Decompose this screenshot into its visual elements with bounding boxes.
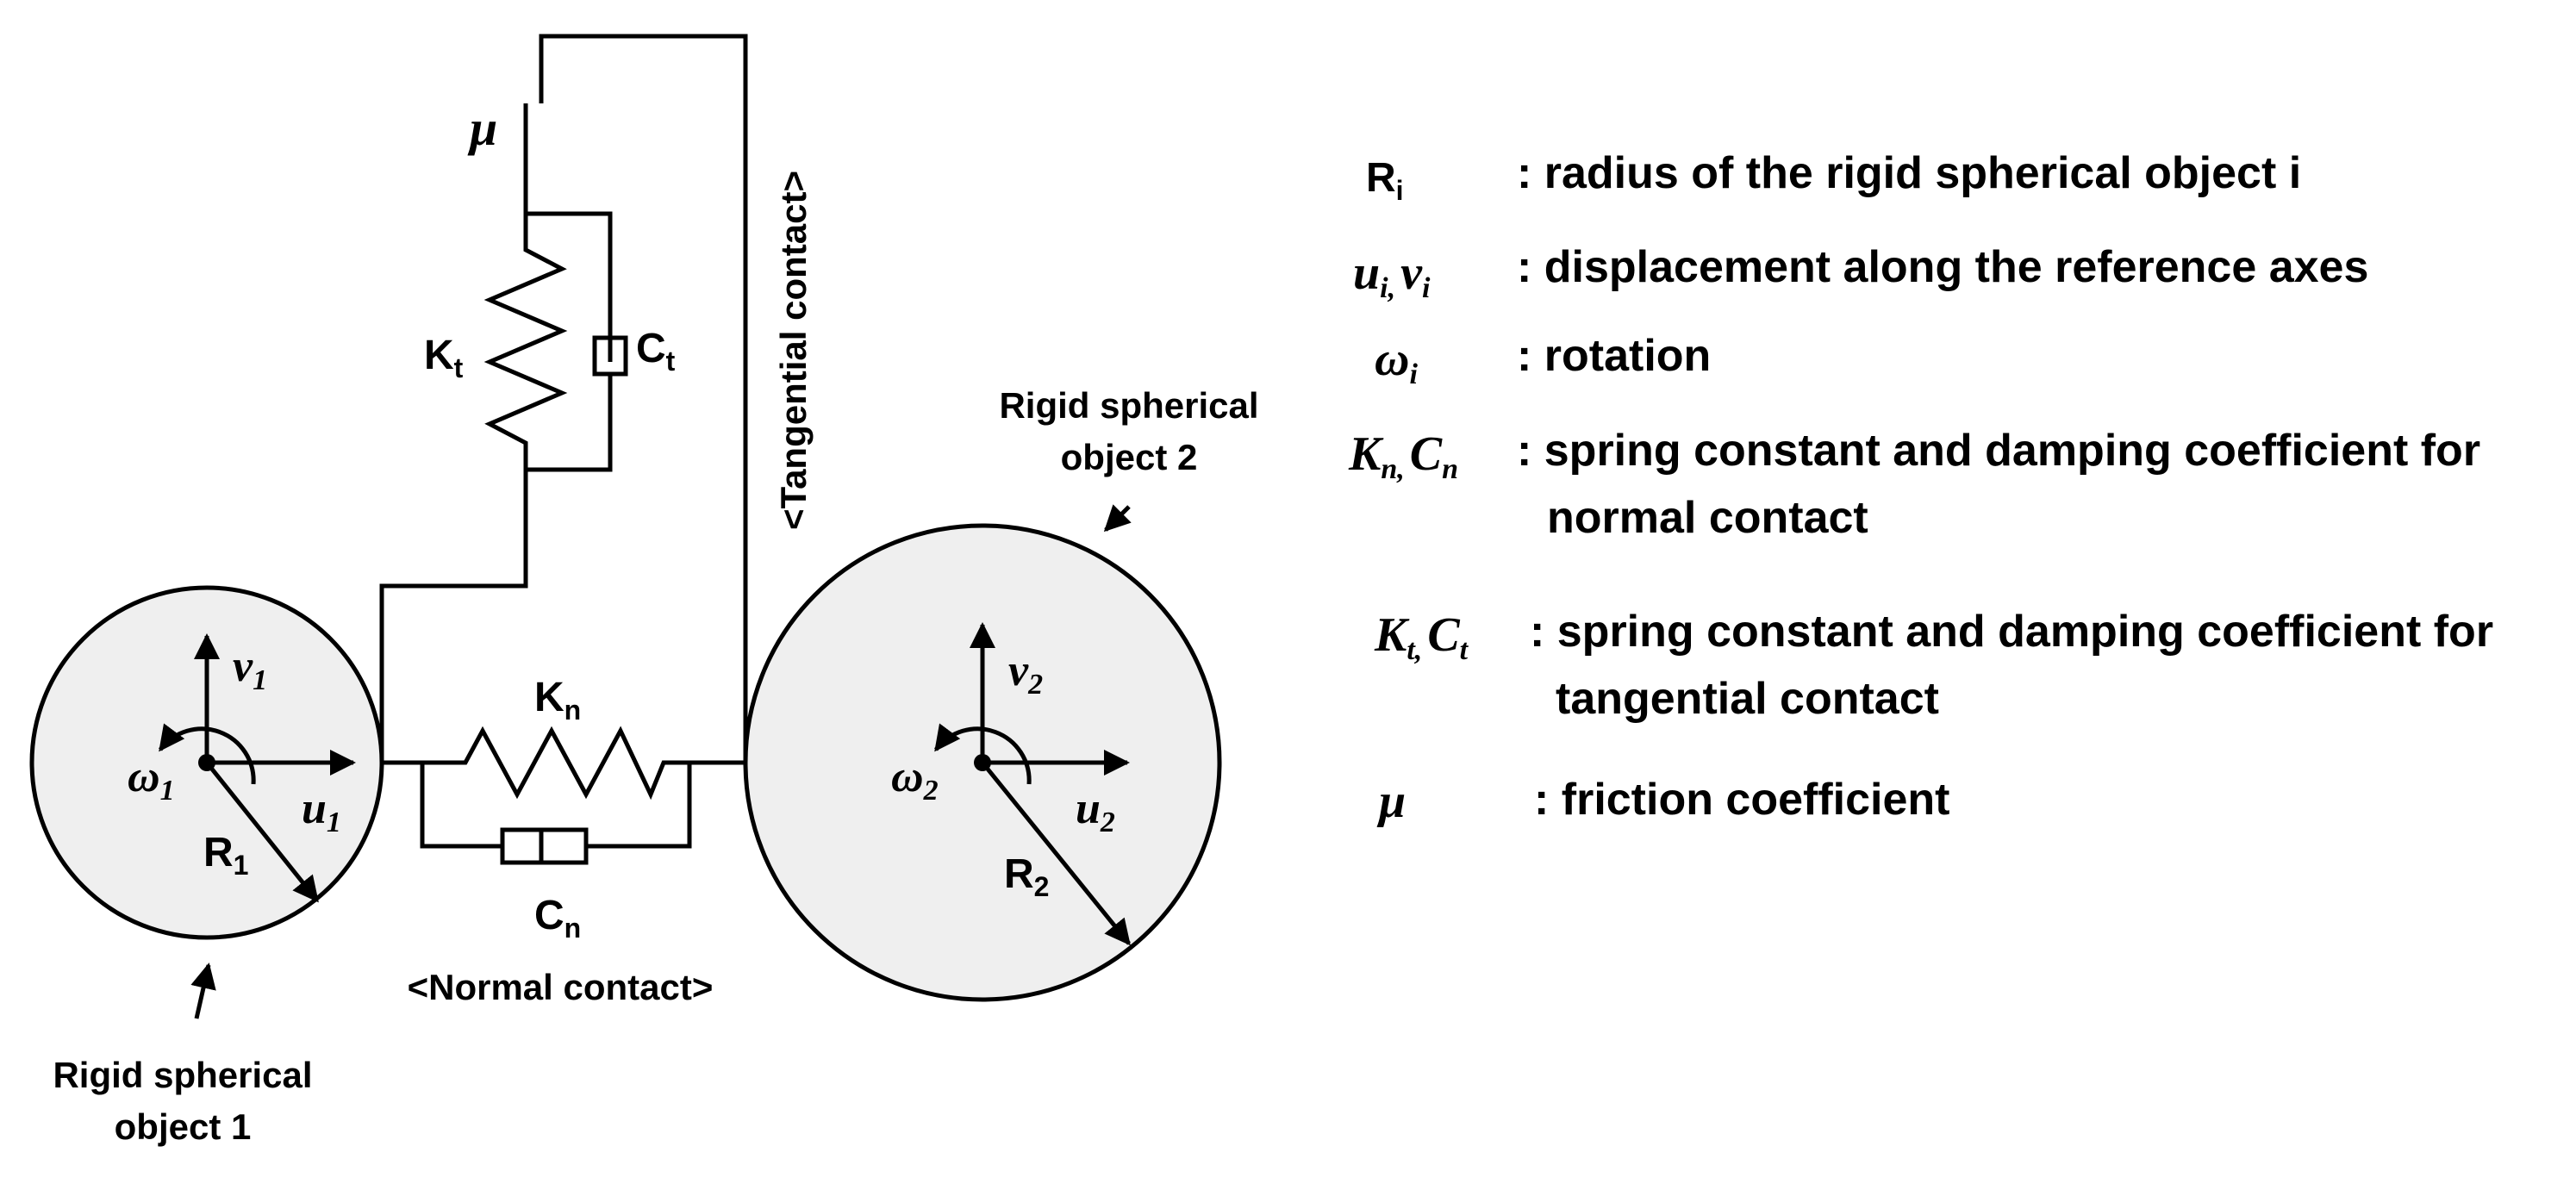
tangential-connector-right (539, 34, 748, 763)
tangential-contact-label: <Tangential contact> (773, 171, 814, 530)
sphere-1-rotation-arc (158, 723, 256, 785)
legend-symbol-r: Ri (1366, 155, 1404, 206)
legend-symbol-mu: μ (1376, 775, 1406, 828)
legend-text-normal: : spring constant and damping coefficien… (1517, 426, 2480, 476)
tangential-parallel-frame (526, 211, 613, 472)
object-1-label-line1: Rigid spherical (53, 1055, 312, 1095)
legend-row-friction: μ : friction coefficient (1376, 775, 1949, 828)
sphere-2-center (974, 754, 991, 771)
ct-label: Ct (636, 326, 676, 377)
r2-label: R2 (1004, 851, 1049, 902)
tangential-spring-kt (483, 214, 568, 470)
tangential-contact-network (379, 34, 748, 763)
sphere-1-radius-arrow (205, 761, 319, 903)
kn-label: Kn (534, 675, 581, 726)
legend-text-radius: : radius of the rigid spherical object i (1517, 148, 2301, 198)
legend-row-displacement: ui,νi : displacement along the reference… (1353, 242, 2368, 304)
legend-text-tangential: : spring constant and damping coefficien… (1530, 607, 2493, 657)
legend-row-normal: Kn,Cn : spring constant and damping coef… (1348, 426, 2480, 543)
friction-mu-label: μ (467, 100, 497, 156)
sphere-object-1 (29, 585, 384, 940)
omega2-label: ω2 (891, 752, 939, 807)
legend-text-tangential-cont: tangential contact (1556, 674, 1939, 724)
sphere-2-rotation-arc (933, 723, 1032, 785)
legend-symbol-kt-ct: Kt,Ct (1374, 608, 1469, 666)
u2-label: u2 (1076, 784, 1115, 838)
legend-text-friction: : friction coefficient (1534, 775, 1949, 825)
v2-label: ν2 (1008, 646, 1043, 701)
object-2-label-line1: Rigid spherical (999, 385, 1258, 426)
legend-text-normal-cont: normal contact (1547, 493, 1868, 543)
cn-label: Cn (534, 893, 581, 944)
sphere-1-center (198, 754, 215, 771)
sphere-2-radius-arrow (981, 761, 1131, 946)
omega1-label: ω1 (128, 752, 175, 807)
legend-row-radius: Ri : radius of the rigid spherical objec… (1366, 148, 2301, 206)
r1-label: R1 (203, 830, 248, 881)
object-2-label-line2: object 2 (1061, 437, 1198, 477)
normal-damper-frame (420, 763, 692, 849)
legend-row-rotation: ωi : rotation (1375, 331, 1711, 390)
legend-symbol-omega: ωi (1375, 333, 1419, 390)
object-1-pointer-arrow (190, 963, 216, 1019)
legend-row-tangential: Kt,Ct : spring constant and damping coef… (1374, 607, 2493, 724)
normal-spring-kn (422, 726, 689, 801)
tangential-connector-left (379, 470, 528, 763)
legend-symbol-uv: ui,νi (1353, 246, 1431, 304)
legend-text-rotation: : rotation (1517, 331, 1711, 381)
object-1-label-line2: object 1 (115, 1106, 252, 1147)
kt-label: Kt (424, 333, 464, 383)
normal-contact-label: <Normal contact> (408, 967, 714, 1007)
object-2-pointer-arrow (1103, 504, 1132, 533)
normal-damper-cn (500, 827, 589, 865)
u1-label: u1 (302, 784, 341, 838)
sphere-object-2 (743, 523, 1222, 1002)
legend: Ri : radius of the rigid spherical objec… (1348, 148, 2493, 828)
v1-label: ν1 (233, 642, 267, 696)
legend-text-displacement: : displacement along the reference axes (1517, 242, 2368, 292)
normal-contact-network (382, 726, 745, 865)
legend-symbol-kn-cn: Kn,Cn (1348, 427, 1458, 485)
